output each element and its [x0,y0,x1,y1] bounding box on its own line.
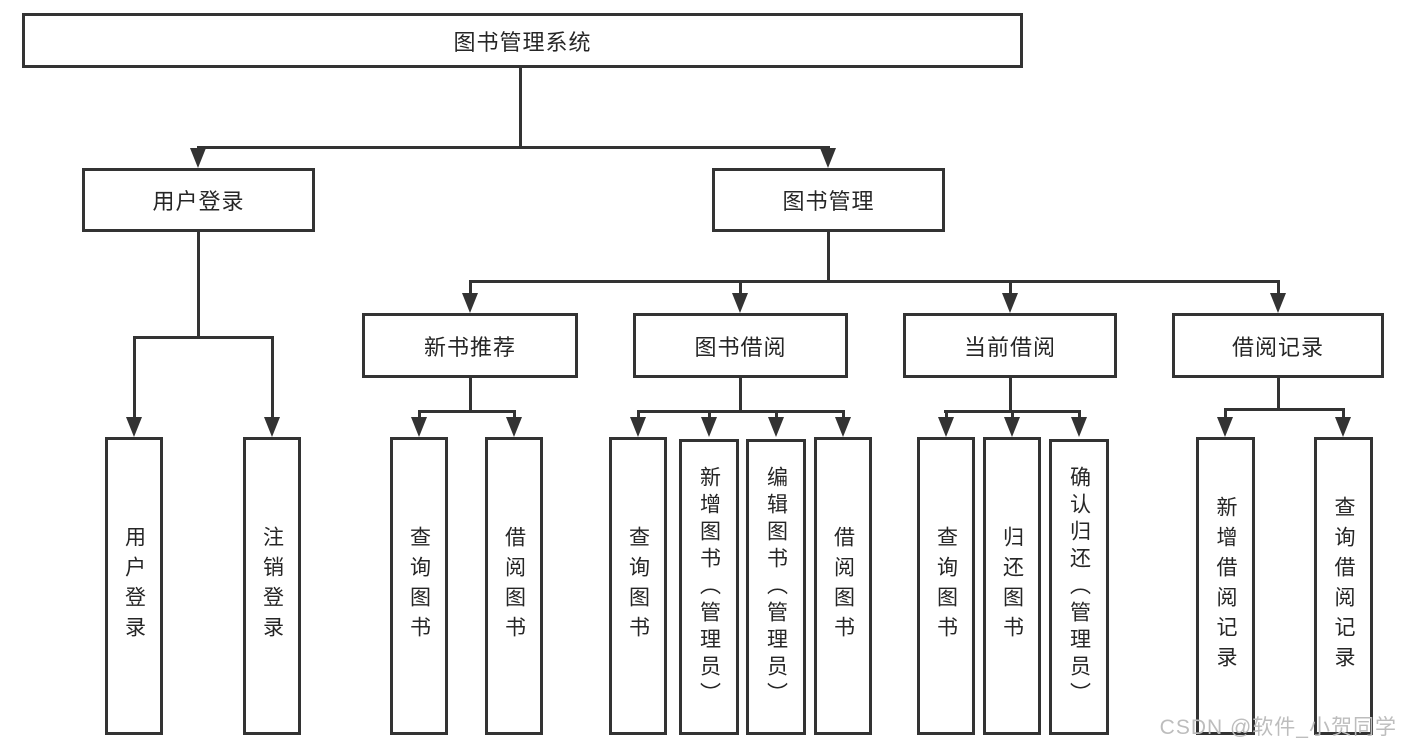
leaf-label: 查询借阅记录 [1332,496,1355,676]
connector-line [1009,378,1012,410]
leaf-query-book-recommend: 查询图书 [390,437,448,735]
arrow-down-icon [506,417,522,437]
leaf-return-book: 归还图书 [983,437,1041,735]
leaf-label: 查询图书 [934,526,958,646]
leaf-label: 借阅图书 [831,526,855,646]
connector-line [842,410,845,420]
leaf-query-book-borrow: 查询图书 [609,437,667,735]
arrow-down-icon [768,417,784,437]
node-borrow-records: 借阅记录 [1172,313,1384,378]
leaf-add-book-admin: 新增图书（管理员） [679,439,739,735]
node-root: 图书管理系统 [22,13,1023,68]
arrow-down-icon [1002,293,1018,313]
arrow-down-icon [462,293,478,313]
leaf-confirm-return-admin: 确认归还（管理员） [1049,439,1109,735]
node-book-borrow: 图书借阅 [633,313,848,378]
connector-line [1078,410,1081,420]
arrow-down-icon [1270,293,1286,313]
arrow-down-icon [190,148,206,168]
connector-line [637,410,845,413]
connector-line [1224,408,1345,411]
leaf-borrow-book: 借阅图书 [814,437,872,735]
node-current-borrow: 当前借阅 [903,313,1117,378]
connector-line [418,410,421,420]
arrow-down-icon [126,417,142,437]
arrow-down-icon [938,417,954,437]
connector-line [827,232,830,280]
connector-line [1224,408,1227,420]
arrow-down-icon [1217,417,1233,437]
leaf-label: 查询图书 [626,526,650,646]
connector-line [271,336,274,420]
arrow-down-icon [820,148,836,168]
arrow-down-icon [1335,417,1351,437]
leaf-query-book-current: 查询图书 [917,437,975,735]
connector-line [513,410,516,420]
leaf-edit-book-admin: 编辑图书（管理员） [746,439,806,735]
connector-line [739,280,742,294]
leaf-label: 归还图书 [1000,526,1024,646]
watermark: CSDN @软件_小贺同学 [1159,716,1397,739]
connector-line [945,410,948,420]
leaf-user-login: 用户登录 [105,437,163,735]
arrow-down-icon [1004,417,1020,437]
leaf-label: 借阅图书 [502,526,526,646]
arrow-down-icon [630,417,646,437]
arrow-down-icon [264,417,280,437]
connector-line [1342,408,1345,420]
leaf-logout: 注销登录 [243,437,301,735]
node-book-management: 图书管理 [712,168,945,232]
connector-line [708,410,711,420]
connector-line [1277,280,1280,294]
connector-line [469,280,472,294]
connector-line [775,410,778,420]
arrow-down-icon [1071,417,1087,437]
connector-line [133,336,136,420]
connector-line [197,232,200,336]
arrow-down-icon [411,417,427,437]
connector-line [739,378,742,410]
leaf-add-borrow-record: 新增借阅记录 [1196,437,1255,735]
leaf-query-borrow-record: 查询借阅记录 [1314,437,1373,735]
connector-line [418,410,516,413]
leaf-label: 注销登录 [260,526,284,646]
leaf-borrow-book-recommend: 借阅图书 [485,437,543,735]
connector-line [1009,280,1012,294]
connector-line [519,68,522,146]
connector-line [469,280,1280,283]
connector-line [1277,378,1280,408]
arrow-down-icon [732,293,748,313]
leaf-label: 新增图书（管理员） [697,465,721,709]
leaf-label: 编辑图书（管理员） [764,465,788,709]
leaf-label: 用户登录 [122,526,146,646]
connector-line [133,336,274,339]
connector-line [637,410,640,420]
leaf-label: 确认归还（管理员） [1067,465,1091,709]
leaf-label: 新增借阅记录 [1214,496,1237,676]
connector-line [469,378,472,410]
connector-line [1011,410,1014,420]
connector-line [197,146,830,149]
arrow-down-icon [835,417,851,437]
node-new-book-recommend: 新书推荐 [362,313,578,378]
leaf-label: 查询图书 [407,526,431,646]
arrow-down-icon [701,417,717,437]
node-user-login: 用户登录 [82,168,315,232]
